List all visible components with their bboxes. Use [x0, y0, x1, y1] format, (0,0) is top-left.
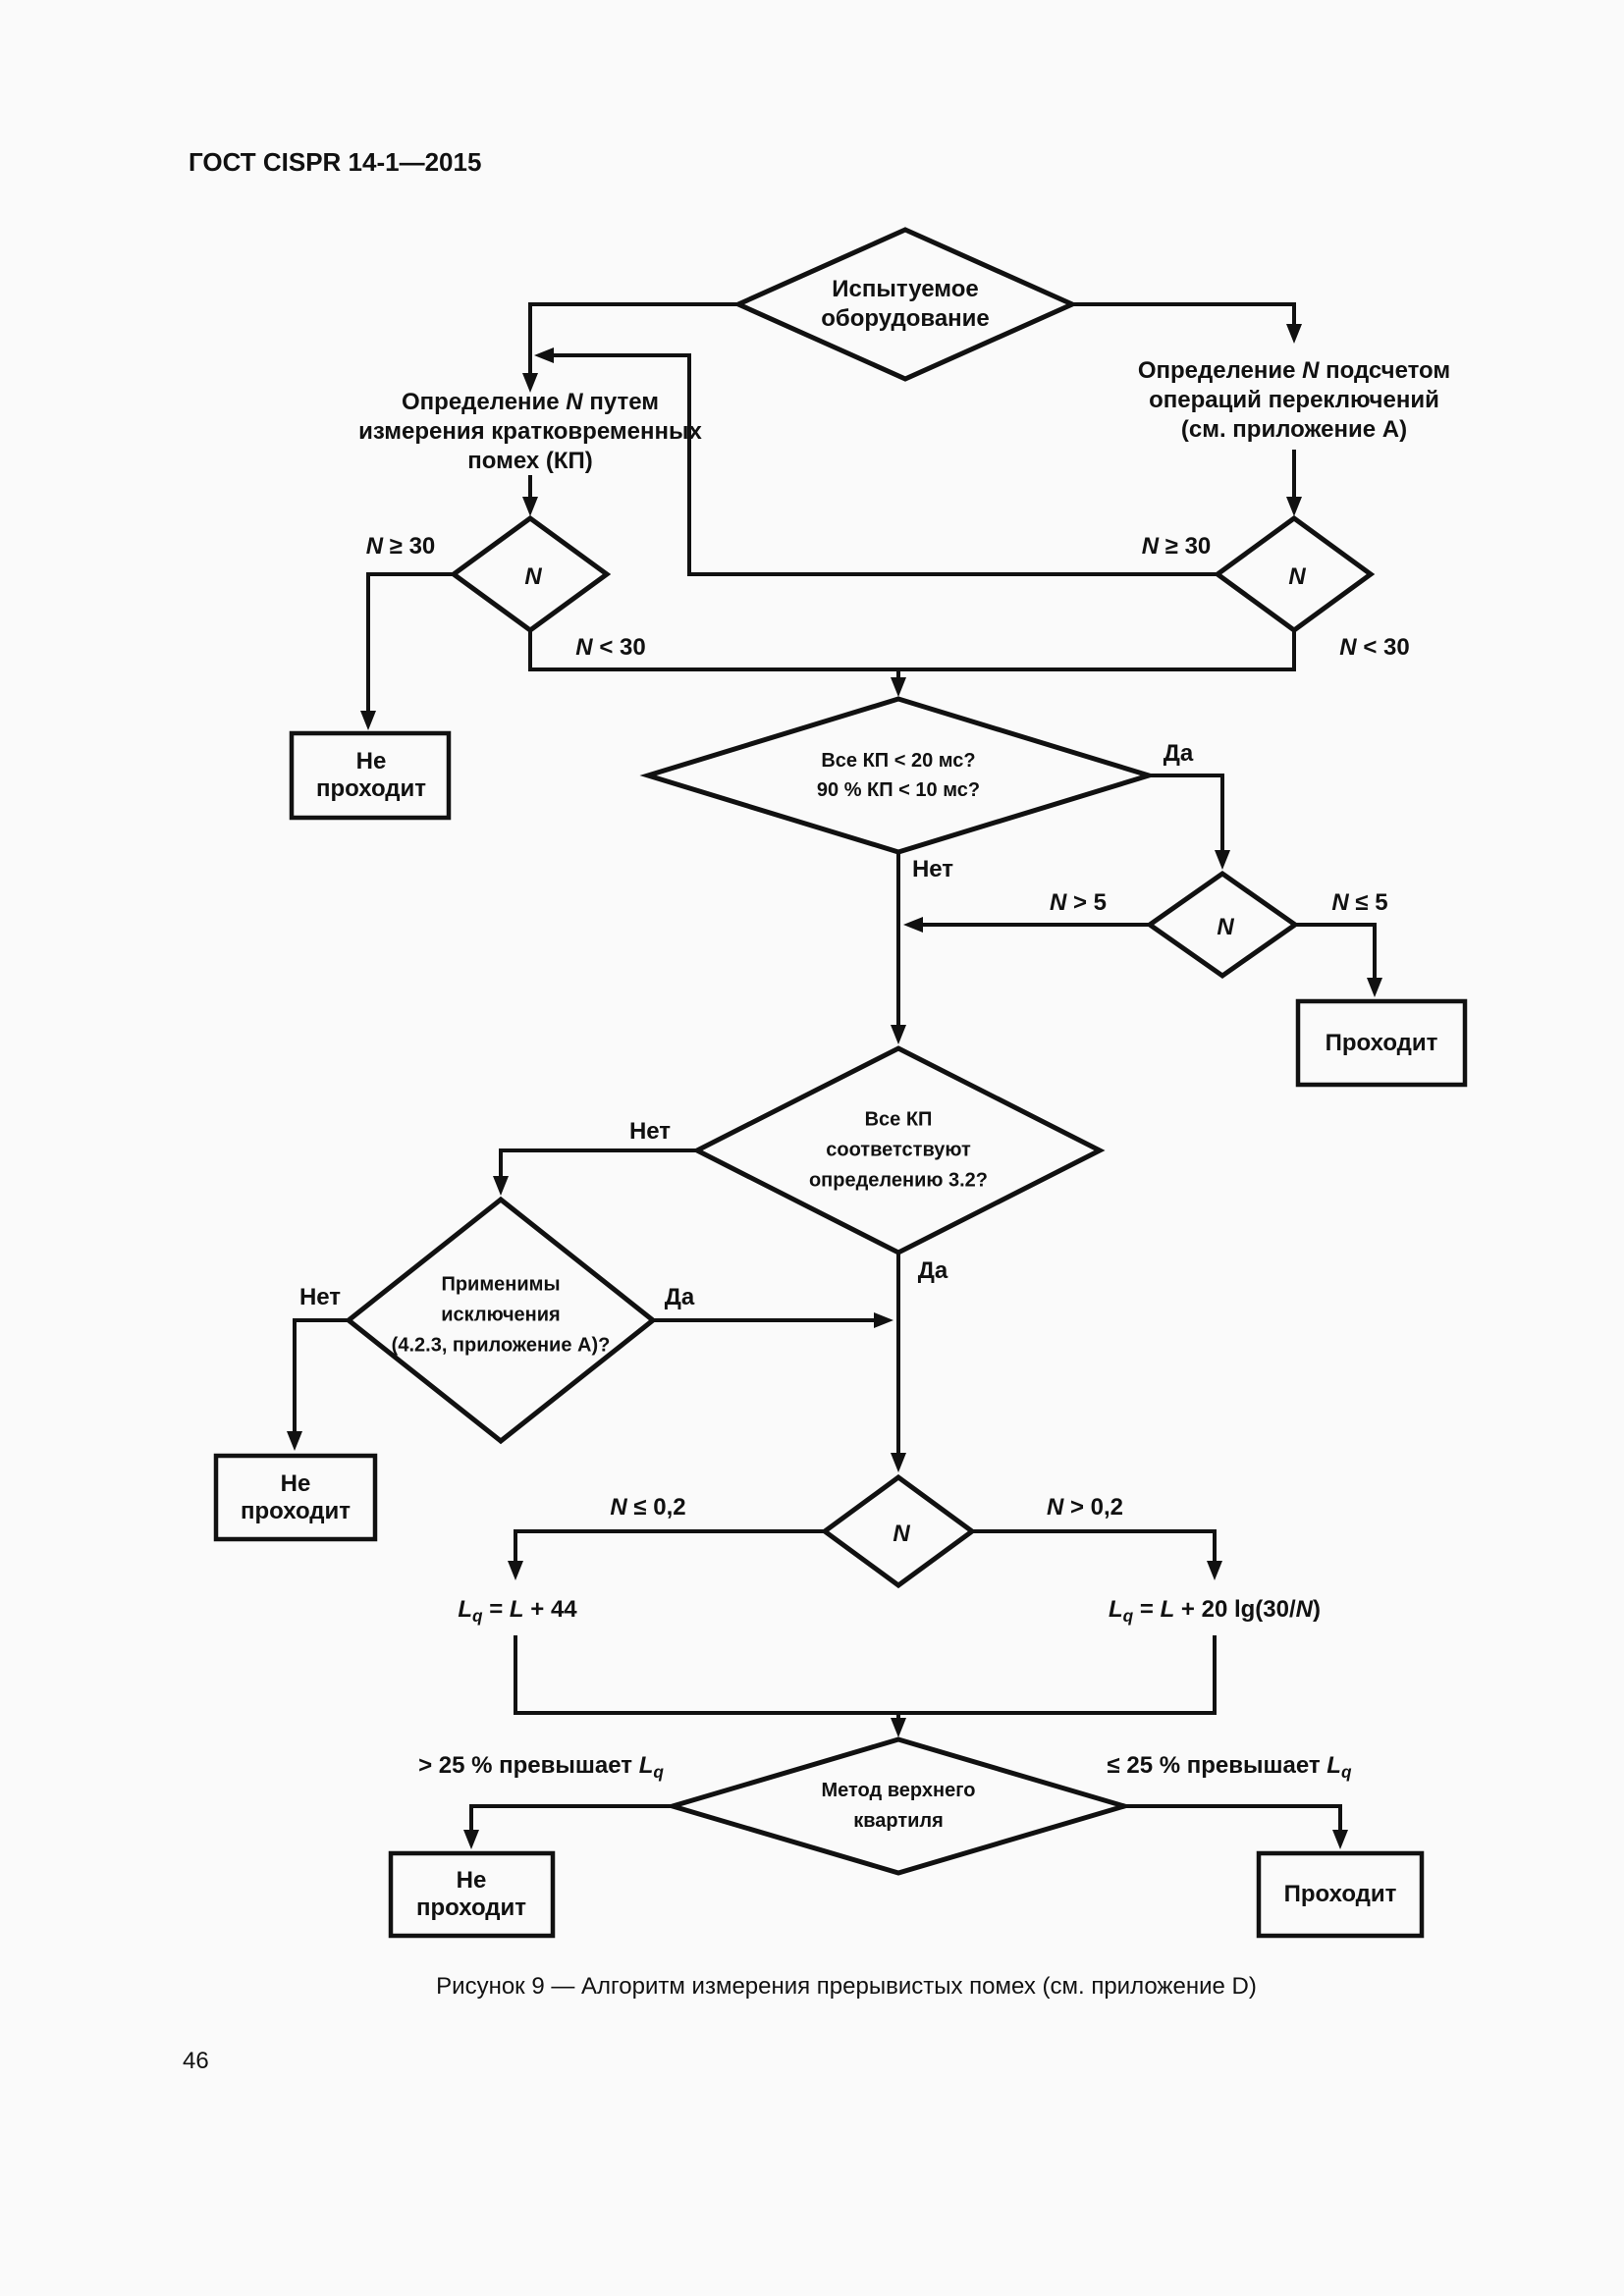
result-boxes [213, 730, 1468, 1939]
edge-label-yes-3: Да [664, 1284, 695, 1310]
arrow-into-n-left [522, 497, 538, 516]
arrow-into-n5 [1215, 850, 1230, 870]
edge-quartile-gt25-to-fail [469, 1804, 673, 1830]
box-pass-right [1295, 998, 1468, 1088]
edge-label-no-3: Нет [298, 1284, 342, 1310]
arrow-into-pass-right [1367, 978, 1382, 997]
decision-all-clicks-20ms-label: Все КП < 20 мс?90 % КП < 10 мс? [816, 750, 981, 801]
decision-equipment-under-test [731, 227, 1079, 382]
box-fail-bottom [388, 1850, 556, 1939]
decision-diamonds [344, 227, 1376, 1876]
formula-right: Lq = L + 20 lg(30/N) [1109, 1596, 1321, 1626]
edge-n-left-ge30-to-fail [366, 572, 454, 711]
edge-n-right-lt30-merge [898, 630, 1296, 671]
flow-lines [293, 302, 1377, 1830]
arrow-into-kp20 [891, 677, 906, 697]
edge-n-left-lt30-merge [528, 630, 898, 671]
arrow-exceptions-yes-into-line [874, 1312, 893, 1328]
decision-n-02-label: N [893, 1521, 910, 1547]
arrow-into-fail-bottom [463, 1830, 479, 1849]
decision-n-left [449, 514, 612, 634]
formula-left: Lq = L + 44 [458, 1596, 577, 1626]
edge-formulas-merge [514, 1635, 1217, 1715]
page-header: ГОСТ CISPR 14-1—2015 [189, 147, 482, 177]
arrow-into-formula-left [508, 1561, 523, 1580]
decision-upper-quartile [664, 1736, 1133, 1876]
arrow-into-fail-top-left [360, 711, 376, 730]
arrowheads [287, 324, 1382, 1849]
edge-conform-no [499, 1148, 697, 1176]
arrow-into-pass-bottom [1332, 1830, 1348, 1849]
edge-equipment-to-click-measurement [528, 302, 738, 373]
edge-label-n-ge-30-left: N ≥ 30 [365, 533, 436, 560]
decision-n-02 [820, 1473, 977, 1589]
arrow-into-exceptions [493, 1176, 509, 1196]
decision-n-right [1213, 514, 1376, 634]
arrow-into-quartile [891, 1718, 906, 1737]
edge-label-n-ge-30-right: N ≥ 30 [1141, 533, 1212, 560]
box-pass-bottom [1256, 1850, 1425, 1939]
edge-label-yes-2: Да [917, 1257, 948, 1284]
decision-n-5 [1145, 870, 1300, 980]
decision-all-clicks-20ms [639, 696, 1158, 855]
edge-label-n-le-5: N ≤ 5 [1331, 889, 1388, 916]
arrow-n-gt5-into-line [903, 917, 923, 933]
edge-label-gt-25: > 25 % превышает Lq [418, 1752, 664, 1782]
edge-label-yes-1: Да [1163, 740, 1194, 767]
edge-label-no-1: Нет [911, 856, 954, 882]
edge-n02-le-branch [514, 1529, 825, 1561]
box-pass-bottom-label: Проходит [1283, 1881, 1397, 1907]
edge-label-n-gt-02: N > 0,2 [1046, 1494, 1124, 1521]
box-pass-right-label: Проходит [1325, 1030, 1438, 1056]
edge-kp20-yes [1149, 774, 1224, 850]
figure-caption: Рисунок 9 — Алгоритм измерения прерывист… [436, 1973, 1257, 2000]
decision-n-right-label: N [1288, 563, 1306, 590]
arrow-feedback-left [534, 347, 554, 363]
edge-exceptions-no-to-fail [293, 1318, 349, 1431]
arrow-into-count-text [1286, 324, 1302, 344]
edge-label-n-le-02: N ≤ 0,2 [610, 1494, 686, 1521]
box-fail-mid-left [213, 1453, 378, 1542]
box-fail-top-left [289, 730, 452, 821]
decision-n-left-label: N [524, 563, 542, 590]
edge-label-n-gt-5: N > 5 [1049, 889, 1108, 916]
page-number: 46 [183, 2048, 209, 2074]
arrow-into-click-text [522, 373, 538, 393]
arrow-into-n02 [891, 1453, 906, 1472]
edge-label-n-lt-30-left: N < 30 [575, 634, 646, 661]
edge-n-right-ge30-feedback [554, 353, 1218, 576]
edge-n5-le5-to-pass [1295, 923, 1377, 978]
arrow-into-fail-mid-left [287, 1431, 302, 1451]
edge-n02-gt-branch [972, 1529, 1217, 1561]
edge-label-n-lt-30-right: N < 30 [1339, 634, 1410, 661]
decision-clicks-conform [691, 1045, 1106, 1255]
decision-exceptions-apply [344, 1196, 658, 1445]
decision-n-5-label: N [1217, 914, 1234, 940]
edge-label-le-25: ≤ 25 % превышает Lq [1107, 1752, 1352, 1782]
edge-equipment-to-count [1072, 302, 1296, 324]
edge-label-no-2: Нет [628, 1118, 672, 1145]
arrow-into-conform [891, 1025, 906, 1044]
arrow-into-formula-right [1207, 1561, 1222, 1580]
arrow-into-n-right [1286, 497, 1302, 516]
edge-quartile-le25-to-pass [1124, 1804, 1342, 1830]
